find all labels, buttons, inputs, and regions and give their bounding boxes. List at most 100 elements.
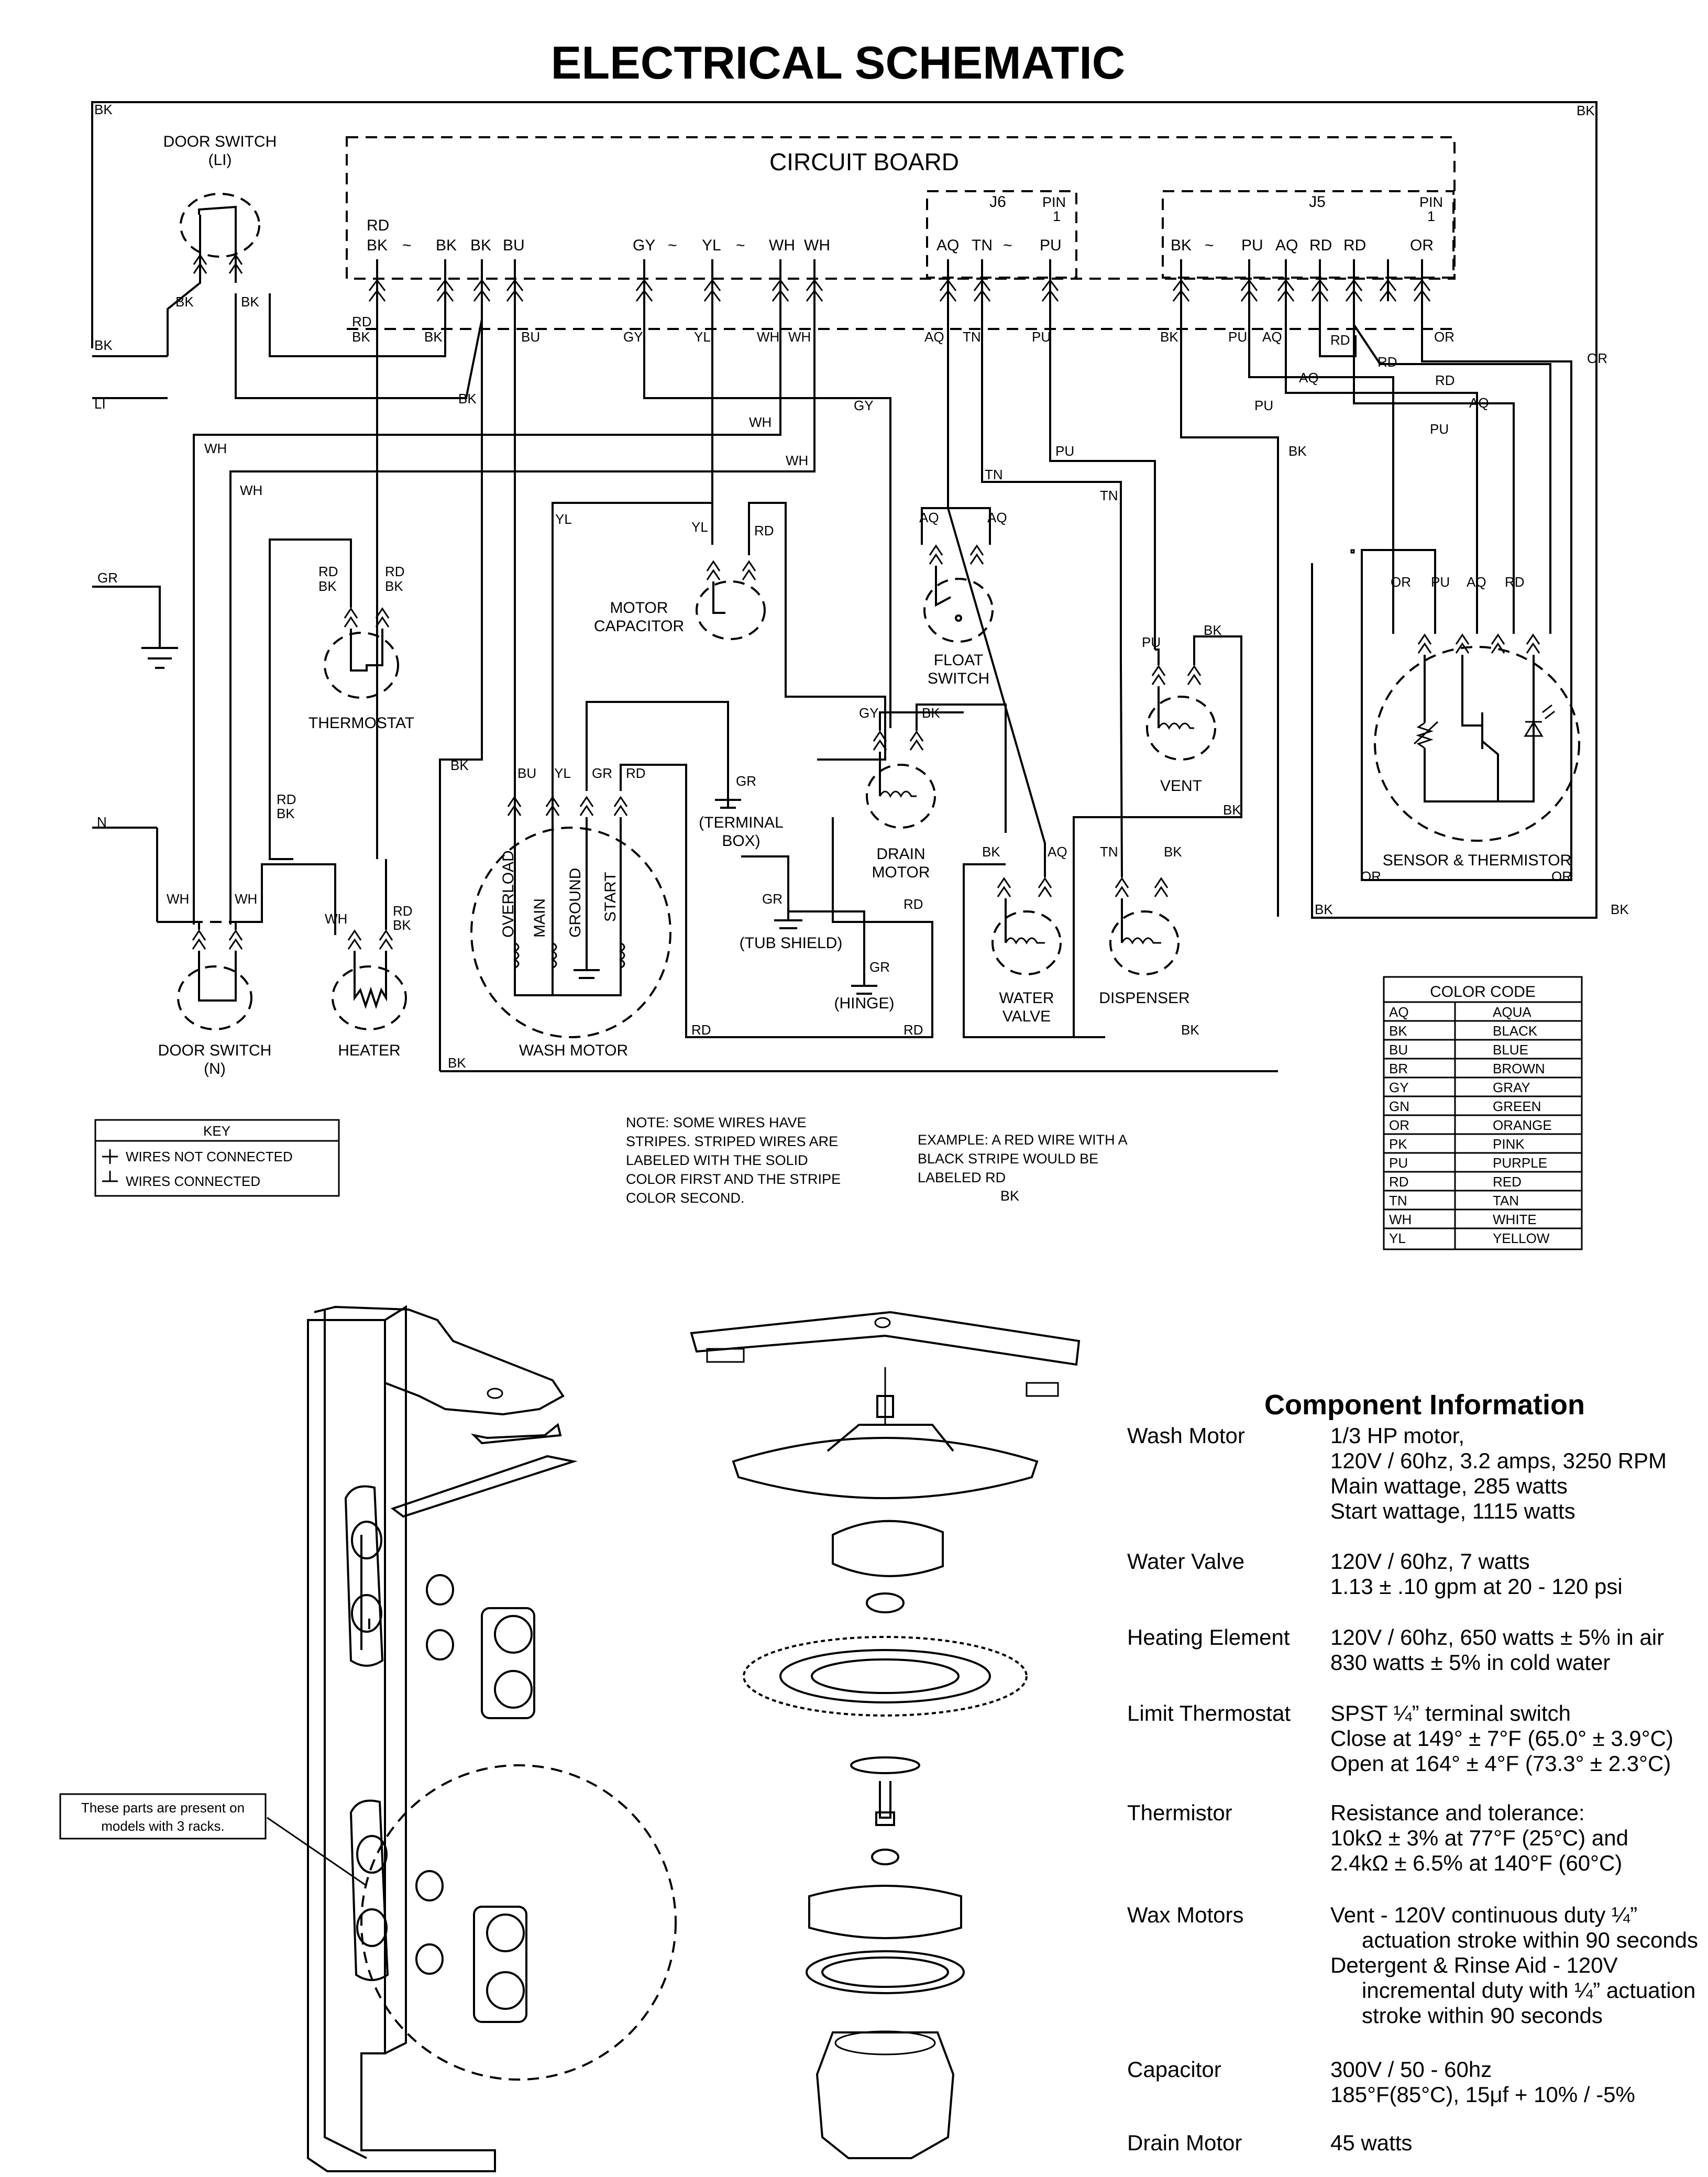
component-label: CAPACITOR [594, 618, 684, 635]
note-line: LABELED WITH THE SOLID [626, 1152, 808, 1168]
wire-label: RD [691, 1022, 711, 1038]
wire-label: GY [854, 398, 874, 413]
key-title: KEY [203, 1123, 230, 1139]
wire-label: GR [97, 570, 118, 586]
wire-label: BU [521, 329, 540, 345]
dispenser: TN BK BK DISPENSER [1099, 659, 1199, 1038]
component-info-line: Resistance and tolerance: [1330, 1800, 1585, 1825]
color-code-abbr: BU [1389, 1042, 1408, 1058]
component-info-heading: Component Information [1264, 1389, 1585, 1421]
wire-label: AQ [924, 329, 944, 345]
wire-label: GY [859, 705, 879, 721]
page-title: ELECTRICAL SCHEMATIC [551, 37, 1126, 89]
pin-label: PIN [1042, 194, 1066, 210]
tilde: ~ [1205, 237, 1214, 254]
component-info-line: 1.13 ± .10 gpm at 20 - 120 psi [1330, 1574, 1623, 1599]
color-code-name: PINK [1493, 1136, 1525, 1152]
pin-number: 1 [1427, 208, 1435, 224]
component-info-line: Close at 149° ± 7°F (65.0° ± 3.9°C) [1330, 1726, 1673, 1751]
callout-line: These parts are present on [81, 1800, 245, 1816]
component-label: BOX) [722, 832, 760, 850]
component-info-line: SPST ¼” terminal switch [1330, 1701, 1571, 1725]
color-code-abbr: GN [1389, 1098, 1409, 1114]
component-info-name: Water Valve [1127, 1549, 1244, 1574]
wire-label: RD [1330, 332, 1350, 348]
example-line: EXAMPLE: A RED WIRE WITH A [918, 1132, 1128, 1148]
wire-label: TN [1100, 488, 1118, 503]
example-line: LABELED RD [918, 1170, 1006, 1185]
component-label: THERMOSTAT [308, 714, 414, 732]
wire-label: YL [691, 519, 708, 535]
wire-label: GR [869, 959, 890, 975]
drain-motor: GY BK DRAIN MOTOR [859, 703, 1007, 881]
wire-label: TN [963, 329, 981, 345]
pin-label: PU [1040, 237, 1062, 254]
wire-label: RD [626, 765, 646, 781]
wire-label: WH [749, 414, 772, 430]
color-code-name: BROWN [1493, 1061, 1545, 1076]
color-code-abbr: BR [1389, 1061, 1408, 1076]
component-label: (N) [204, 1060, 226, 1077]
component-label: WATER [999, 989, 1054, 1007]
callout-line: models with 3 racks. [101, 1818, 225, 1834]
component-label: DOOR SWITCH [163, 133, 277, 150]
note-line: NOTE: SOME WIRES HAVE [626, 1115, 807, 1130]
winding-label: OVERLOAD [500, 850, 517, 938]
component-label: MOTOR [872, 864, 930, 881]
wire-label: RD [352, 314, 372, 329]
component-label: (TUB SHIELD) [740, 934, 843, 952]
component-info-name: Limit Thermostat [1127, 1701, 1291, 1725]
component-label: (LI) [208, 151, 232, 169]
tilde: ~ [736, 237, 745, 254]
wire-label: GR [592, 765, 612, 781]
wire-label: RD [1505, 574, 1525, 590]
component-info-line: 185°F(85°C), 15μf + 10% / -5% [1330, 2082, 1635, 2107]
wire-label: GR [762, 891, 783, 907]
wire-label: BK [277, 806, 295, 821]
wire-label: BK [458, 391, 477, 406]
wire-label: YL [694, 329, 711, 345]
component-info-line: 45 watts [1330, 2130, 1412, 2155]
component-info-name: Capacitor [1127, 2057, 1221, 2082]
tilde: ~ [402, 237, 412, 254]
wire-label: PU [1142, 634, 1161, 650]
color-code-name: BLACK [1493, 1023, 1538, 1039]
pin-label: GY [633, 237, 655, 254]
component-info-line: actuation stroke within 90 seconds [1362, 1928, 1698, 1952]
component-label: (TERMINAL [699, 814, 784, 831]
color-code-name: GRAY [1493, 1080, 1530, 1095]
winding-label: START [602, 872, 619, 922]
wire-label: AQ [1467, 574, 1486, 590]
component-info-line: Open at 164° ± 4°F (73.3° ± 2.3°C) [1330, 1751, 1671, 1776]
color-code-name: ORANGE [1493, 1117, 1552, 1133]
wire-label: BK [1315, 901, 1333, 917]
wire-label: BK [982, 844, 1000, 860]
wire-label: AQ [1262, 329, 1282, 345]
component-label: HEATER [338, 1042, 400, 1059]
wire-label: PU [1228, 329, 1247, 345]
wire-label: BK [448, 1055, 466, 1071]
winding-label: GROUND [567, 868, 584, 938]
pin-label: PIN [1419, 194, 1443, 210]
wire-label: RD [277, 791, 296, 807]
wash-motor: BU YL GR RD RD RD RD BK OVERLOAD MAIN GR… [440, 701, 1278, 1072]
component-label: SWITCH [928, 670, 989, 687]
motor-capacitor: YL YL RD MOTOR CAPACITOR [552, 502, 886, 859]
wire-label: BK [922, 705, 940, 721]
color-code-name: WHITE [1493, 1212, 1537, 1227]
wire-label: BK [352, 329, 370, 345]
component-info-line: 1/3 HP motor, [1330, 1423, 1464, 1448]
line-label-li: LI [94, 396, 106, 412]
component-label: VALVE [1002, 1008, 1051, 1025]
pin-number: 1 [1053, 208, 1061, 224]
wire-label: AQ [919, 510, 939, 525]
wiring-harness [193, 293, 1572, 1071]
component-label: SENSOR & THERMISTOR [1383, 852, 1572, 869]
key-connected: WIRES CONNECTED [126, 1173, 260, 1189]
color-code-abbr: AQ [1389, 1004, 1409, 1020]
color-code-abbr: PK [1389, 1136, 1407, 1152]
component-label: MOTOR [610, 599, 668, 617]
color-code-abbr: PU [1389, 1155, 1408, 1171]
component-info-line: stroke within 90 seconds [1362, 2003, 1603, 2028]
component-info-line: 120V / 60hz, 3.2 amps, 3250 RPM [1330, 1448, 1667, 1473]
